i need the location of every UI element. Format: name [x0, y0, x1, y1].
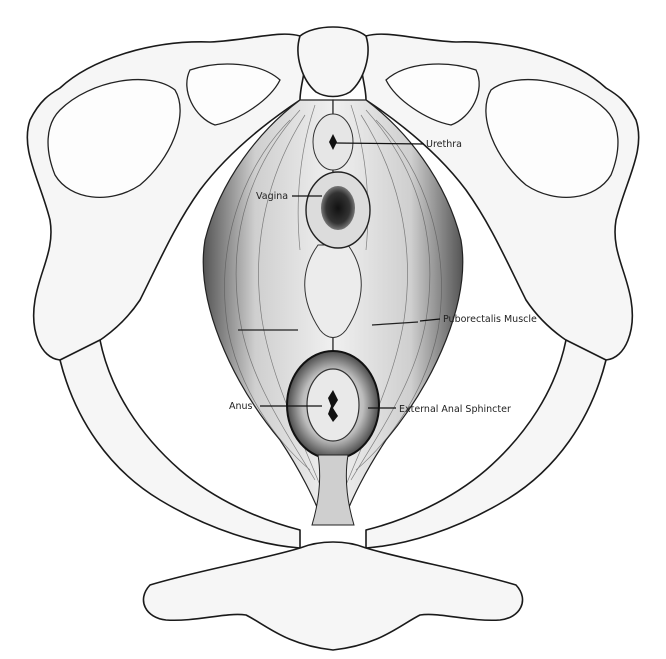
- label-puborectalis: Puborectalis Muscle: [443, 314, 537, 325]
- label-urethra: Urethra: [426, 139, 462, 150]
- label-anus: Anus: [229, 401, 253, 412]
- label-sphincter: External Anal Sphincter: [399, 404, 511, 415]
- vagina-opening: [321, 186, 355, 230]
- label-vagina: Vagina: [256, 191, 288, 202]
